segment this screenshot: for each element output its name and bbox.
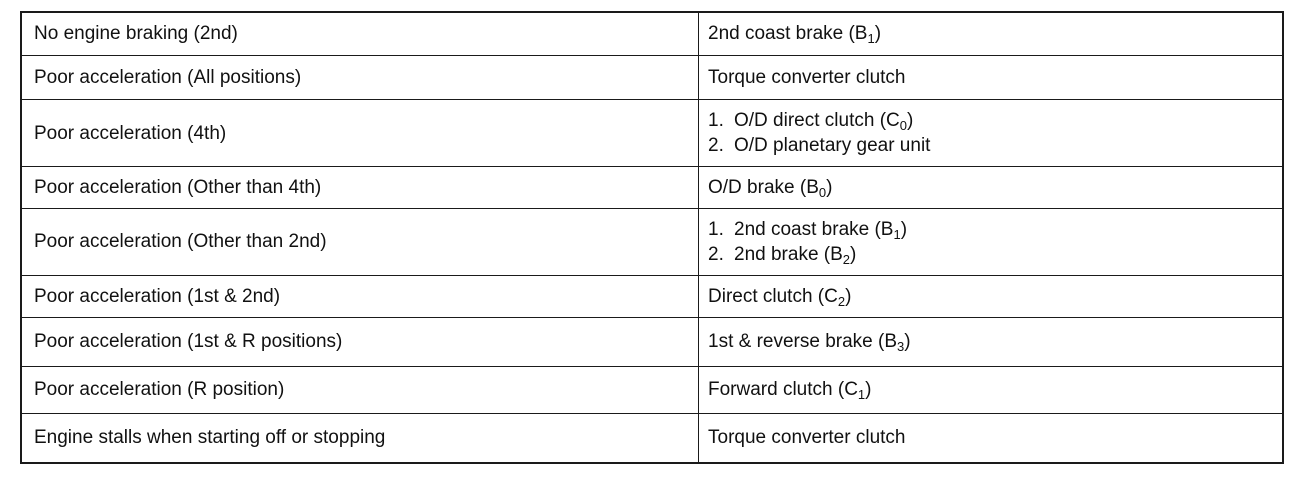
- table-row: No engine braking (2nd) 2nd coast brake (…: [22, 13, 1282, 56]
- suspect-part-cell: 1. O/D direct clutch (C0) 2. O/D planetary …: [698, 99, 1282, 167]
- suspect-part-line: 1. 2nd coast brake (B1): [708, 217, 1282, 242]
- part-name: Direct clutch (C: [708, 285, 838, 307]
- suspect-part-cell: O/D brake (B0): [698, 165, 1282, 210]
- suspect-part-line: 2nd coast brake (B1): [708, 21, 1282, 46]
- closing-paren: ): [850, 243, 857, 265]
- part-name: Forward clutch (C: [708, 379, 858, 401]
- closing-paren: ): [826, 176, 833, 198]
- table-row: Poor acceleration (1st & R positions) 1st…: [22, 316, 1282, 367]
- component-subscript: 0: [818, 184, 827, 200]
- suspect-part-cell: 1. 2nd coast brake (B1) 2. 2nd brake (B2): [698, 208, 1282, 276]
- symptom-cell: Poor acceleration (R position): [22, 365, 699, 414]
- suspect-part-cell: Direct clutch (C2): [698, 274, 1282, 318]
- symptom-cell: Poor acceleration (Other than 4th): [22, 165, 699, 210]
- closing-paren: ): [907, 110, 914, 131]
- part-name: 1st & reverse brake (B: [708, 331, 898, 353]
- suspect-part-line: 1. O/D direct clutch (C0): [708, 108, 1282, 133]
- item-number: 2.: [708, 243, 724, 265]
- table-row: Poor acceleration (All positions) Torque …: [22, 54, 1282, 101]
- symptom-cell: Poor acceleration (Other than 2nd): [22, 208, 699, 276]
- item-number: 2.: [708, 135, 724, 156]
- symptom-cell: Poor acceleration (1st & 2nd): [22, 274, 699, 318]
- item-number: 1.: [708, 110, 724, 131]
- suspect-part-line: O/D brake (B0): [708, 175, 1282, 200]
- suspect-part-cell: 1st & reverse brake (B3): [698, 316, 1282, 367]
- symptom-cell: Engine stalls when starting off or stopp…: [22, 412, 699, 462]
- part-name: Torque converter clutch: [708, 427, 906, 449]
- table-row: Poor acceleration (Other than 2nd) 1. 2nd …: [22, 208, 1282, 276]
- symptom-cell: Poor acceleration (1st & R positions): [22, 316, 699, 367]
- suspect-part-line: 2. O/D planetary gear unit: [708, 133, 1282, 158]
- component-subscript: 2: [837, 293, 846, 309]
- table-row: Poor acceleration (R position) Forward cl…: [22, 365, 1282, 414]
- suspect-part-cell: Forward clutch (C1): [698, 365, 1282, 414]
- item-number: 1.: [708, 218, 724, 240]
- suspect-part-line: Torque converter clutch: [708, 65, 1282, 90]
- suspect-part-line: 2. 2nd brake (B2): [708, 242, 1282, 267]
- part-name: O/D direct clutch (C: [734, 110, 900, 131]
- table-row: Poor acceleration (1st & 2nd) Direct clut…: [22, 274, 1282, 318]
- part-name: 2nd coast brake (B: [734, 218, 894, 240]
- table-row: Poor acceleration (4th) 1. O/D direct clut…: [22, 99, 1282, 167]
- symptom-cell: Poor acceleration (4th): [22, 99, 699, 167]
- suspect-part-line: 1st & reverse brake (B3): [708, 329, 1282, 354]
- component-subscript: 0: [899, 118, 907, 133]
- closing-paren: ): [865, 379, 872, 401]
- component-subscript: 1: [867, 31, 875, 47]
- troubleshooting-table-frame: No engine braking (2nd) 2nd coast brake (…: [20, 11, 1284, 464]
- troubleshooting-table: No engine braking (2nd) 2nd coast brake (…: [22, 13, 1282, 462]
- symptom-cell: No engine braking (2nd): [22, 13, 699, 56]
- component-subscript: 1: [857, 387, 866, 403]
- suspect-part-cell: Torque converter clutch: [698, 54, 1282, 101]
- part-name: O/D planetary gear unit: [734, 135, 931, 156]
- part-name: O/D brake (B: [708, 176, 819, 198]
- suspect-part-line: Forward clutch (C1): [708, 377, 1282, 402]
- table-row: Poor acceleration (Other than 4th) O/D br…: [22, 165, 1282, 210]
- part-name: 2nd coast brake (B: [708, 23, 868, 45]
- component-subscript: 3: [897, 339, 905, 355]
- closing-paren: ): [874, 23, 882, 45]
- suspect-part-cell: 2nd coast brake (B1): [698, 13, 1282, 56]
- closing-paren: ): [900, 218, 908, 240]
- suspect-part-line: Direct clutch (C2): [708, 284, 1282, 309]
- component-subscript: 1: [893, 226, 901, 242]
- closing-paren: ): [845, 285, 852, 307]
- symptom-cell: Poor acceleration (All positions): [22, 54, 699, 101]
- suspect-part-cell: Torque converter clutch: [698, 412, 1282, 462]
- component-subscript: 2: [842, 251, 851, 267]
- part-name: Torque converter clutch: [708, 66, 906, 88]
- suspect-part-line: Torque converter clutch: [708, 425, 1282, 450]
- closing-paren: ): [904, 331, 911, 353]
- part-name: 2nd brake (B: [734, 243, 843, 265]
- table-row: Engine stalls when starting off or stopp…: [22, 412, 1282, 462]
- table-body: No engine braking (2nd) 2nd coast brake (…: [22, 13, 1282, 462]
